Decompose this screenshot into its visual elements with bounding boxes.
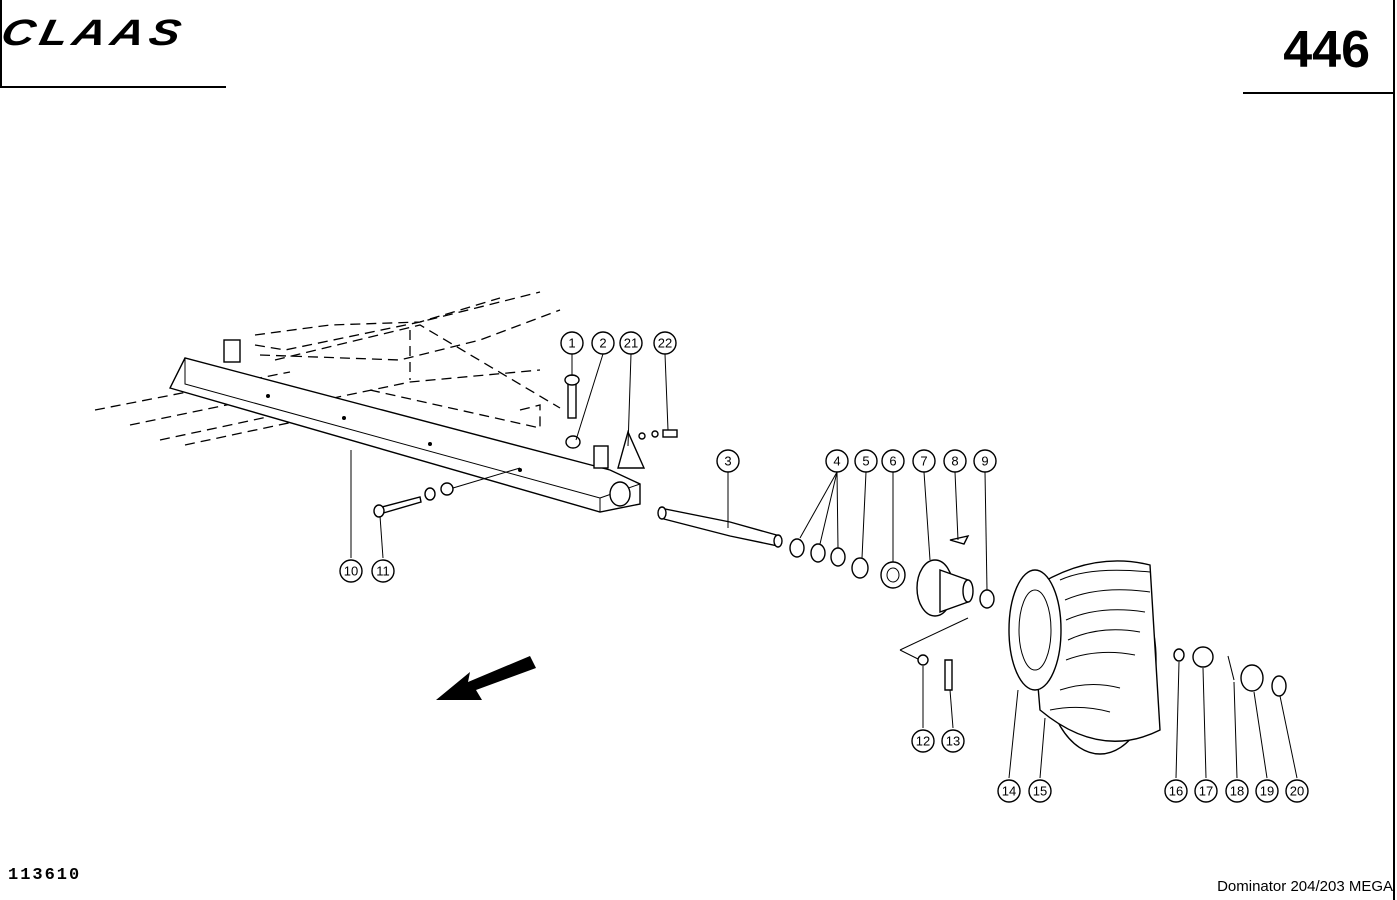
header-rule-right [1243,92,1395,94]
wheel-hub [899,534,995,661]
bolt-assembly-11 [373,467,521,518]
callout-19: 19 [1255,779,1279,803]
callout-22: 22 [653,331,677,355]
callout-4: 4 [825,449,849,473]
callout-label: 11 [376,564,390,579]
callout-label: 10 [344,564,358,579]
callout-label: 17 [1199,784,1213,799]
fastener-group-top [564,374,678,469]
callout-2: 2 [591,331,615,355]
right-border [1393,0,1395,900]
callout-label: 15 [1033,784,1047,799]
direction-arrow [436,656,536,700]
callout-label: 16 [1169,784,1183,799]
callout-21: 21 [619,331,643,355]
callout-label: 6 [889,454,896,469]
callout-label: 7 [920,454,927,469]
callout-label: 20 [1290,784,1304,799]
callout-6: 6 [881,449,905,473]
callout-7: 7 [912,449,936,473]
drawing-number: 113610 [8,866,82,885]
callout-label: 21 [624,336,638,351]
left-border [0,0,2,88]
callout-label: 8 [951,454,958,469]
callout-label: 12 [916,734,930,749]
callout-label: 3 [724,454,731,469]
header-rule-left [0,86,226,88]
callout-16: 16 [1164,779,1188,803]
callout-label: 18 [1230,784,1244,799]
callout-label: 13 [946,734,960,749]
callout-label: 4 [833,454,840,469]
callout-17: 17 [1194,779,1218,803]
wheel-rim-and-tire [1008,560,1161,755]
model-name: Dominator 204/203 MEGA [1217,878,1393,895]
callout-1: 1 [560,331,584,355]
callout-9: 9 [973,449,997,473]
callout-3: 3 [716,449,740,473]
callout-10: 10 [339,559,363,583]
callout-13: 13 [941,729,965,753]
axle-shaft [657,506,783,548]
callout-5: 5 [854,449,878,473]
callout-label: 9 [981,454,988,469]
wheel-fasteners-16-20 [1173,646,1287,697]
callout-label: 1 [568,336,575,351]
callout-18: 18 [1225,779,1249,803]
callout-15: 15 [1028,779,1052,803]
leader-lines [350,353,1298,779]
main-beam [168,339,641,513]
small-fasteners-12-13 [917,654,953,691]
callout-label: 5 [862,454,869,469]
callout-11: 11 [371,559,395,583]
callout-20: 20 [1285,779,1309,803]
callout-label: 14 [1002,784,1016,799]
callout-label: 2 [599,336,606,351]
washers-and-bearing [789,538,906,589]
callout-12: 12 [911,729,935,753]
page-number: 446 [1283,21,1370,79]
callout-8: 8 [943,449,967,473]
callout-14: 14 [997,779,1021,803]
callout-label: 19 [1260,784,1274,799]
callout-label: 22 [658,336,672,351]
